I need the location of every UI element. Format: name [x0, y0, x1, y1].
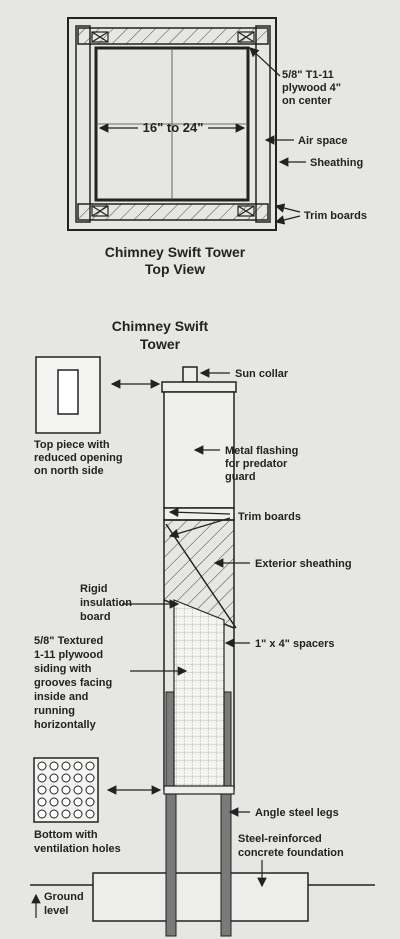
label-concrete-line2: concrete foundation: [238, 847, 344, 859]
ventilation-hole: [49, 773, 59, 783]
ventilation-hole: [73, 797, 83, 807]
concrete-foundation: [92, 872, 309, 922]
ventilation-hole: [73, 809, 83, 819]
label-plywood-line3: on center: [282, 95, 332, 107]
ventilation-hole: [49, 785, 59, 795]
ventilation-hole: [85, 797, 95, 807]
ventilation-hole: [85, 773, 95, 783]
ventilation-hole: [61, 773, 71, 783]
tower-bottom: [163, 785, 235, 795]
label-top-trim-boards: Trim boards: [304, 210, 367, 222]
ventilation-hole: [49, 761, 59, 771]
ventilation-hole: [37, 785, 47, 795]
side-view-title-line2: Tower: [140, 336, 181, 352]
ventilation-hole: [73, 773, 83, 783]
label-top-piece-line3: on north side: [34, 465, 104, 477]
top-view-sheathing: [67, 17, 277, 231]
label-siding-line4: grooves facing: [34, 677, 112, 689]
ventilation-hole: [61, 785, 71, 795]
top-view-trim-right: [255, 25, 271, 223]
label-exterior-sheathing: Exterior sheathing: [255, 558, 352, 570]
ventilation-hole: [37, 809, 47, 819]
ventilation-hole: [73, 761, 83, 771]
label-top-piece-line1: Top piece with: [34, 439, 110, 451]
ventilation-hole: [37, 761, 47, 771]
ventilation-hole: [61, 809, 71, 819]
label-flashing-line2: for predator: [225, 458, 288, 470]
label-ground-line1: Ground: [44, 891, 84, 903]
sun-collar: [182, 366, 198, 383]
label-plywood-line2: plywood 4": [282, 82, 341, 94]
label-air-space: Air space: [298, 135, 348, 147]
tower-top-piece: [161, 381, 237, 393]
label-siding-line1: 5/8" Textured: [34, 635, 103, 647]
label-siding-line6: running: [34, 705, 75, 717]
reduced-opening: [57, 369, 79, 415]
ventilation-hole: [85, 785, 95, 795]
top-view-trim-bottom: [77, 203, 269, 221]
label-bottom-line2: ventilation holes: [34, 843, 121, 855]
label-rigid-line1: Rigid: [80, 583, 108, 595]
ventilation-holes: [37, 761, 95, 819]
label-spacers: 1" x 4" spacers: [255, 638, 335, 650]
ventilation-hole: [37, 797, 47, 807]
angle-steel-leg-left: [165, 691, 177, 937]
label-plywood-line1: 5/8" T1-11: [282, 69, 334, 81]
ventilation-hole: [61, 797, 71, 807]
plywood-siding: [173, 599, 225, 791]
label-rigid-line2: insulation: [80, 597, 132, 609]
label-top-piece-line2: reduced opening: [34, 452, 123, 464]
label-sun-collar: Sun collar: [235, 368, 289, 380]
ventilation-hole: [61, 761, 71, 771]
top-view-trim-top: [77, 27, 269, 45]
label-angle-steel: Angle steel legs: [255, 807, 339, 819]
ventilation-hole: [85, 809, 95, 819]
ventilation-hole: [37, 773, 47, 783]
side-view-title-line1: Chimney Swift: [112, 318, 209, 334]
top-view-title-line2: Top View: [145, 261, 205, 277]
top-view-trim-left: [75, 25, 91, 223]
label-concrete-line1: Steel-reinforced: [238, 833, 322, 845]
label-siding-line7: horizontally: [34, 719, 97, 731]
label-flashing-line1: Metal flashing: [225, 445, 298, 457]
label-side-trim-boards: Trim boards: [238, 511, 301, 523]
top-view: 16" to 24" 5/8" T1-11 plywood 4" on cent…: [67, 17, 367, 277]
label-ground-line2: level: [44, 905, 68, 917]
label-flashing-line3: guard: [225, 471, 256, 483]
label-siding-line3: siding with: [34, 663, 92, 675]
ventilation-hole: [49, 797, 59, 807]
label-siding-line5: inside and: [34, 691, 88, 703]
side-view: Chimney Swift Tower Top piece: [30, 318, 375, 937]
label-sheathing: Sheathing: [310, 157, 363, 169]
top-view-corner-blocks: [91, 31, 255, 217]
ventilation-hole: [73, 785, 83, 795]
label-rigid-line3: board: [80, 611, 111, 623]
label-siding-line2: 1-11 plywood: [34, 649, 103, 661]
top-view-title-line1: Chimney Swift Tower: [105, 244, 246, 260]
ventilation-hole: [49, 809, 59, 819]
top-view-dimension: 16" to 24": [143, 120, 204, 135]
label-bottom-line1: Bottom with: [34, 829, 98, 841]
ventilation-hole: [85, 761, 95, 771]
